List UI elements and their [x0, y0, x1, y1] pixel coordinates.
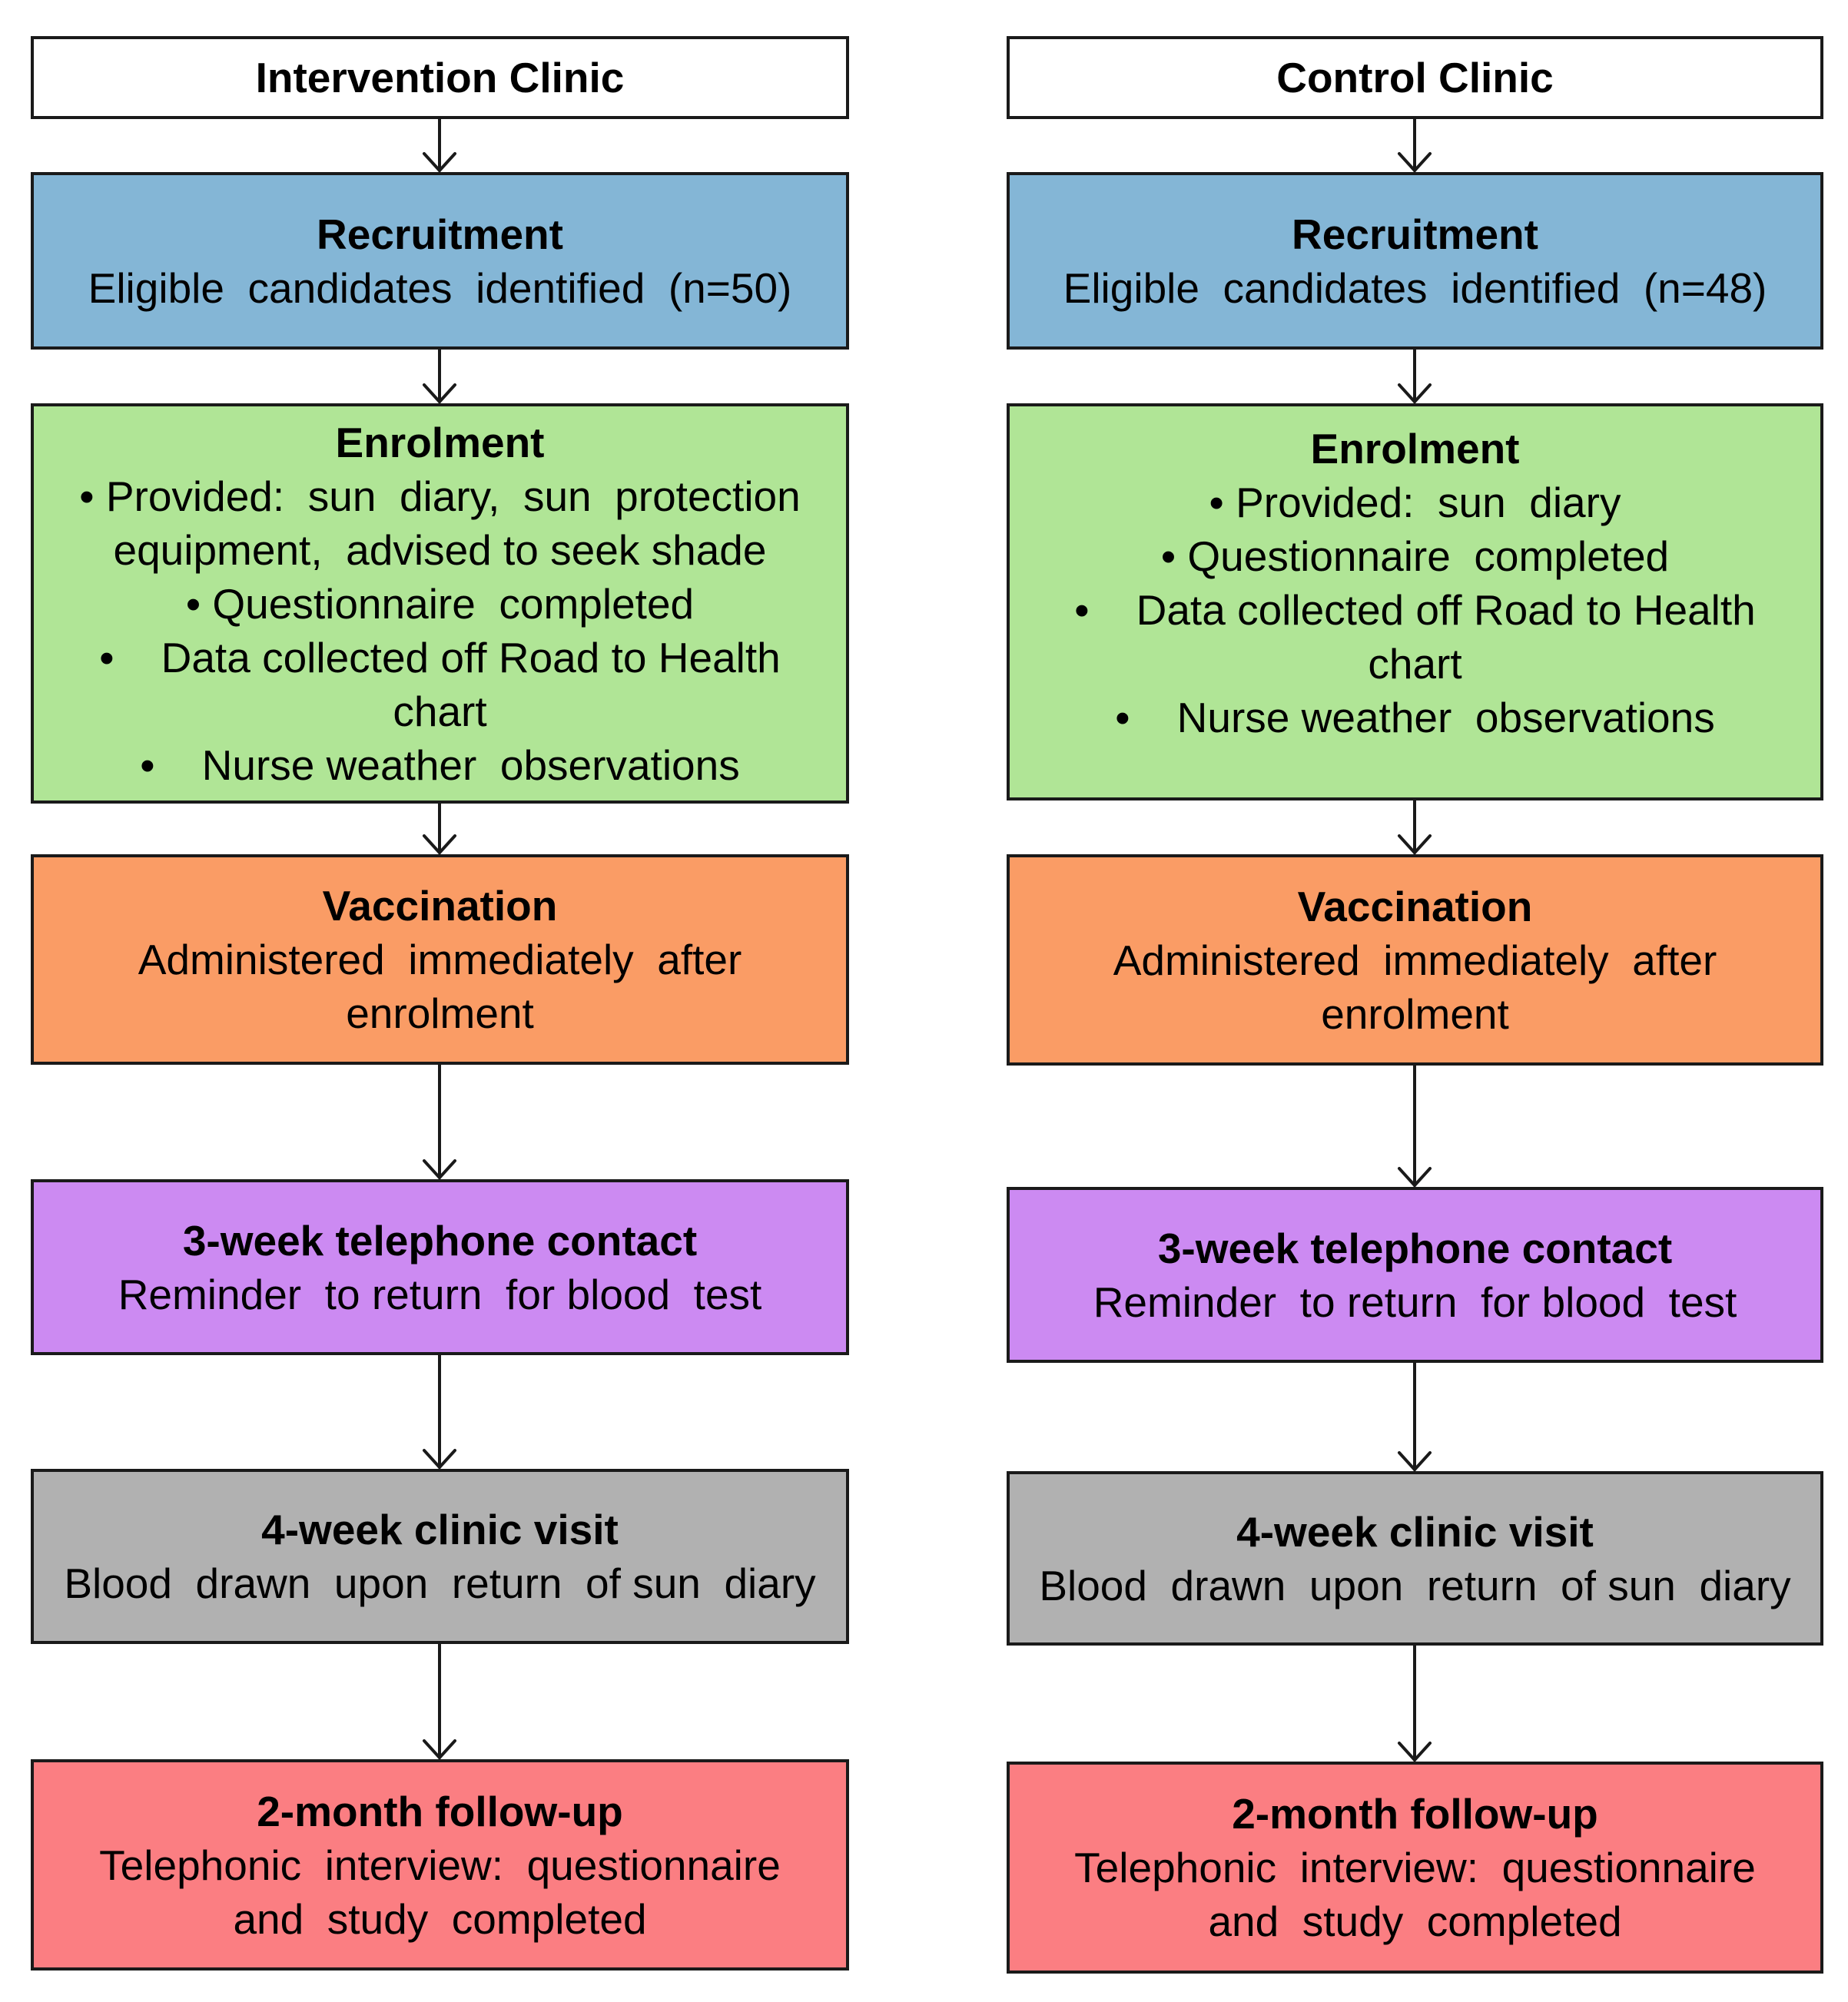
enrolment-title: Enrolment	[335, 418, 545, 466]
enrolment-line: • Nurse weather observations	[140, 741, 740, 789]
vaccination-title: Vaccination	[1297, 882, 1533, 930]
intervention-telephone-box: 3-week telephone contact Reminder to ret…	[31, 1179, 849, 1355]
followup-line: Telephonic interview: questionnaire	[1074, 1844, 1756, 1891]
visit-title: 4-week clinic visit	[261, 1506, 619, 1553]
enrolment-line: • Data collected off Road to Health	[99, 633, 781, 681]
intervention-vaccination-box: Vaccination Administered immediately aft…	[31, 854, 849, 1065]
followup-line: and study completed	[1208, 1898, 1622, 1945]
arrow-down-icon	[423, 802, 456, 855]
intervention-header-title: Intervention Clinic	[255, 54, 625, 101]
vaccination-line: Administered immediately after	[138, 936, 742, 983]
arrow-down-icon	[423, 348, 456, 404]
visit-title: 4-week clinic visit	[1236, 1507, 1594, 1556]
telephone-line: Reminder to return for blood test	[1093, 1278, 1737, 1326]
arrow-down-icon	[1398, 1064, 1432, 1188]
arrow-down-icon	[423, 1063, 456, 1180]
intervention-visit-box: 4-week clinic visit Blood drawn upon ret…	[31, 1469, 849, 1644]
control-telephone-box: 3-week telephone contact Reminder to ret…	[1007, 1187, 1823, 1363]
control-header-title: Control Clinic	[1276, 54, 1554, 101]
arrow-down-icon	[1398, 118, 1432, 173]
recruitment-title: Recruitment	[1292, 210, 1538, 258]
arrow-down-icon	[1398, 1644, 1432, 1762]
enrolment-line: chart	[393, 687, 487, 735]
intervention-recruitment-box: Recruitment Eligible candidates identifi…	[31, 172, 849, 350]
arrow-down-icon	[423, 118, 456, 173]
control-followup-box: 2-month follow-up Telephonic interview: …	[1007, 1762, 1823, 1974]
vaccination-line: Administered immediately after	[1113, 936, 1717, 984]
intervention-header-box: Intervention Clinic	[31, 36, 849, 119]
followup-title: 2-month follow-up	[1232, 1790, 1598, 1838]
telephone-line: Reminder to return for blood test	[118, 1270, 762, 1318]
arrow-down-icon	[1398, 799, 1432, 855]
control-enrolment-box: Enrolment • Provided: sun diary • Questi…	[1007, 403, 1823, 800]
enrolment-line: • Questionnaire completed	[185, 579, 695, 628]
vaccination-line: enrolment	[346, 989, 534, 1037]
enrolment-line: • Questionnaire completed	[1160, 532, 1670, 580]
arrow-down-icon	[423, 1354, 456, 1470]
followup-line: Telephonic interview: questionnaire	[99, 1841, 781, 1889]
vaccination-line: enrolment	[1321, 989, 1509, 1038]
control-visit-box: 4-week clinic visit Blood drawn upon ret…	[1007, 1471, 1823, 1646]
visit-line: Blood drawn upon return of sun diary	[64, 1560, 816, 1607]
arrow-down-icon	[1398, 348, 1432, 404]
control-vaccination-box: Vaccination Administered immediately aft…	[1007, 854, 1823, 1066]
arrow-down-icon	[1398, 1361, 1432, 1472]
recruitment-text: Eligible candidates identified (n=50)	[88, 264, 792, 312]
arrow-down-icon	[423, 1642, 456, 1760]
control-header-box: Control Clinic	[1007, 36, 1823, 119]
enrolment-line: • Data collected off Road to Health	[1074, 586, 1756, 634]
enrolment-line: equipment, advised to seek shade	[113, 525, 767, 574]
intervention-followup-box: 2-month follow-up Telephonic interview: …	[31, 1759, 849, 1971]
vaccination-title: Vaccination	[322, 882, 558, 930]
visit-line: Blood drawn upon return of sun diary	[1039, 1561, 1791, 1609]
control-recruitment-box: Recruitment Eligible candidates identifi…	[1007, 172, 1823, 350]
enrolment-line: • Nurse weather observations	[1115, 694, 1715, 741]
enrolment-line: chart	[1368, 640, 1462, 688]
recruitment-title: Recruitment	[317, 210, 563, 258]
followup-title: 2-month follow-up	[257, 1787, 623, 1835]
telephone-title: 3-week telephone contact	[182, 1216, 698, 1265]
enrolment-line: • Provided: sun diary	[1209, 479, 1621, 526]
telephone-title: 3-week telephone contact	[1157, 1224, 1673, 1272]
enrolment-line: • Provided: sun diary, sun protection	[79, 472, 801, 520]
enrolment-title: Enrolment	[1310, 425, 1520, 472]
recruitment-text: Eligible candidates identified (n=48)	[1063, 264, 1767, 312]
followup-line: and study completed	[233, 1894, 647, 1943]
intervention-enrolment-box: Enrolment • Provided: sun diary, sun pro…	[31, 403, 849, 804]
